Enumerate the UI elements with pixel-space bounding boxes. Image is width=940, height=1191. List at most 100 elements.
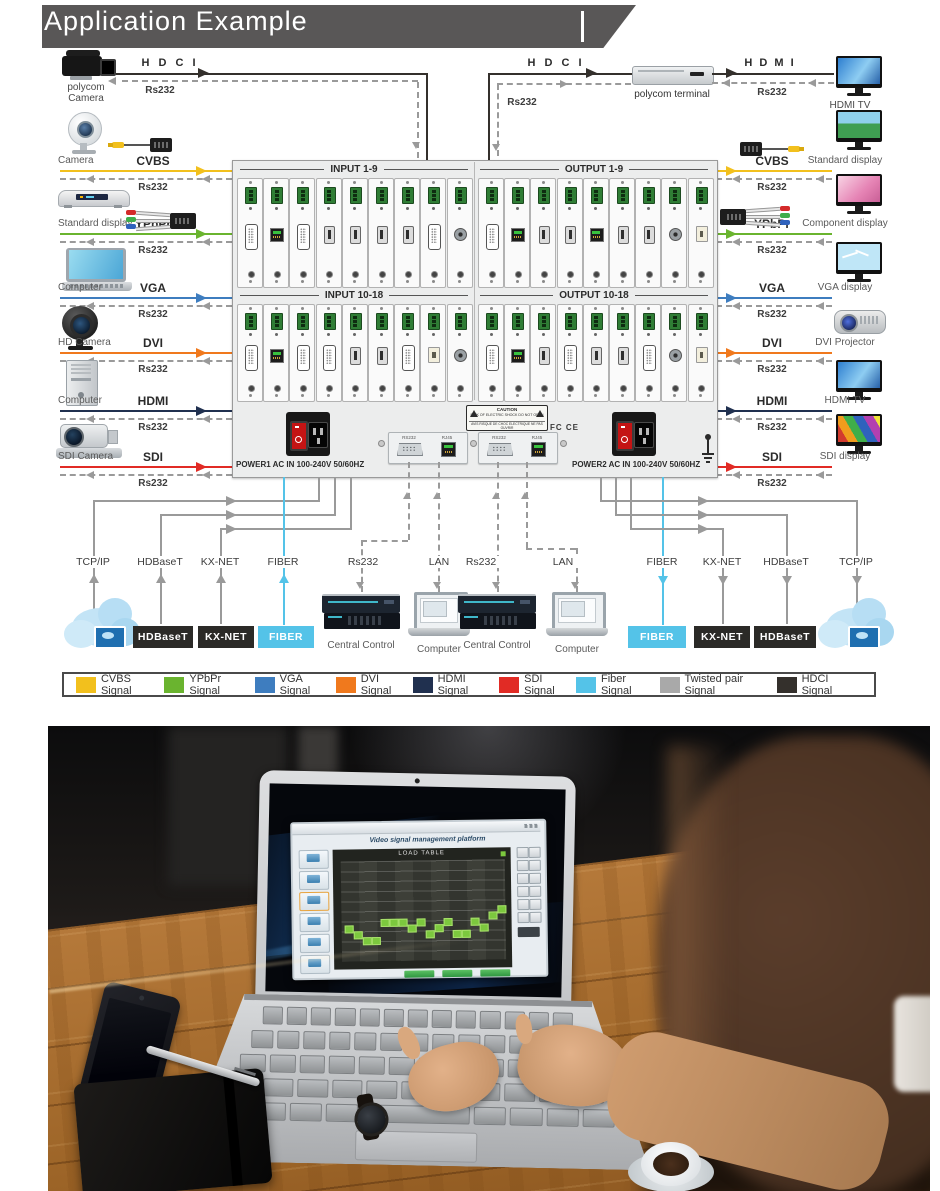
keyboard-key — [456, 1010, 477, 1028]
link-label: FIBER — [249, 556, 317, 568]
foot — [847, 397, 871, 400]
terminal-pin — [248, 320, 253, 323]
rs232-port-label: RS232 — [402, 435, 416, 440]
keyboard-key — [299, 1055, 325, 1074]
terminal-pin — [353, 190, 358, 193]
app-pad-button — [517, 911, 530, 924]
inlet-pin1 — [639, 428, 642, 435]
cam-handle — [66, 50, 100, 57]
gnd-b1 — [702, 453, 714, 455]
arrow-down-icon — [492, 144, 500, 151]
card-screw-bottom — [515, 394, 519, 397]
matrix-card — [582, 178, 609, 288]
link-label: HDBaseT — [752, 556, 820, 568]
arrow-up-icon — [521, 492, 529, 499]
terminal-pin — [458, 320, 463, 323]
hdmi-connector — [538, 226, 550, 245]
power-module — [286, 412, 330, 456]
card-screw-bottom — [405, 394, 409, 397]
status-led — [274, 207, 278, 210]
matrix-section-header: OUTPUT 1-9 — [480, 163, 708, 176]
control-line-label: Rs232 — [458, 556, 504, 568]
terminal-block-connector — [323, 313, 336, 330]
terminal-pin — [274, 316, 279, 319]
terminal-pin — [594, 316, 599, 319]
ac-inlet — [634, 422, 654, 448]
card-screw-bottom — [699, 280, 703, 283]
app-pad-button — [528, 846, 541, 858]
lens — [64, 427, 84, 447]
legend-swatch — [659, 676, 680, 693]
status-led — [248, 207, 252, 210]
fiber-box: FIBER — [628, 626, 686, 648]
bnc-connector — [668, 349, 682, 363]
terminal-pin — [646, 320, 651, 323]
link-label: KX-NET — [688, 556, 756, 568]
app-chart-point — [452, 929, 462, 939]
matrix-card — [341, 304, 368, 402]
bnc-connector — [668, 228, 682, 242]
neck — [855, 392, 863, 397]
keyboard-key — [251, 1030, 273, 1048]
app-chart-point — [416, 918, 426, 927]
app-chart-point — [362, 937, 372, 946]
terminal-block-connector — [271, 313, 284, 330]
keyboard-key — [359, 1056, 385, 1075]
control-line-label: Rs232 — [326, 556, 400, 568]
terminal-pin — [699, 320, 704, 323]
fiber-slot — [699, 352, 704, 359]
arrow-down-icon — [718, 576, 728, 585]
terminal-pin — [515, 316, 520, 319]
header-divider — [581, 11, 584, 42]
keyboard-key — [546, 1108, 579, 1127]
signal-line — [116, 73, 428, 75]
arrow-up-icon — [216, 574, 226, 583]
arrow-right-icon — [726, 348, 737, 358]
link-label: TCP/IP — [822, 556, 890, 568]
card-screw-top — [300, 307, 304, 310]
matrix-card — [315, 178, 342, 288]
signal-label: H D C I — [527, 57, 585, 69]
rj45-port — [531, 442, 546, 457]
app-chart-legend-dot — [500, 851, 506, 857]
terminal-block-connector — [538, 187, 551, 204]
signal-line — [60, 352, 232, 354]
card-screw-top — [353, 181, 357, 184]
device-label: Central Control — [327, 640, 395, 651]
legend-label: Twisted pair Signal — [684, 672, 744, 697]
audio-port — [326, 271, 334, 278]
signal-label: DVI — [142, 336, 163, 350]
card-screw-bottom — [620, 394, 624, 397]
terminal-pin — [541, 320, 546, 323]
keyboard-key — [474, 1107, 507, 1126]
hdmi-slot — [542, 230, 546, 240]
app-sidebar-tile — [298, 849, 329, 870]
arrow-right-icon — [698, 496, 709, 506]
rj45-connector — [270, 228, 285, 243]
matrix-card — [478, 304, 504, 402]
card-screw-bottom — [431, 394, 435, 397]
u1d — [384, 600, 394, 604]
matrix-section-label: INPUT 10-18 — [324, 290, 384, 301]
terminal-pin — [405, 320, 410, 323]
terminal-pin — [405, 190, 410, 193]
signal-line-vertical — [615, 477, 617, 516]
terminal-pin — [699, 190, 704, 193]
card-screw-top — [353, 307, 357, 310]
matrix-card — [635, 304, 662, 402]
rj45-led — [513, 230, 522, 234]
app-sidebar-tile-icon — [307, 916, 321, 926]
app-pad-button — [516, 872, 530, 885]
arrow-left-icon — [202, 175, 210, 183]
signal-line-vertical — [630, 477, 632, 530]
status-led — [699, 333, 703, 336]
neck — [855, 206, 863, 211]
panel-screw — [378, 440, 385, 447]
terminal-pin — [353, 198, 358, 201]
terminal-block-connector — [297, 313, 310, 330]
photo-cup — [628, 1124, 714, 1191]
card-screw-top — [568, 181, 572, 184]
keyboard-key — [297, 1079, 328, 1098]
app-title: Video signal management platform — [369, 835, 486, 845]
